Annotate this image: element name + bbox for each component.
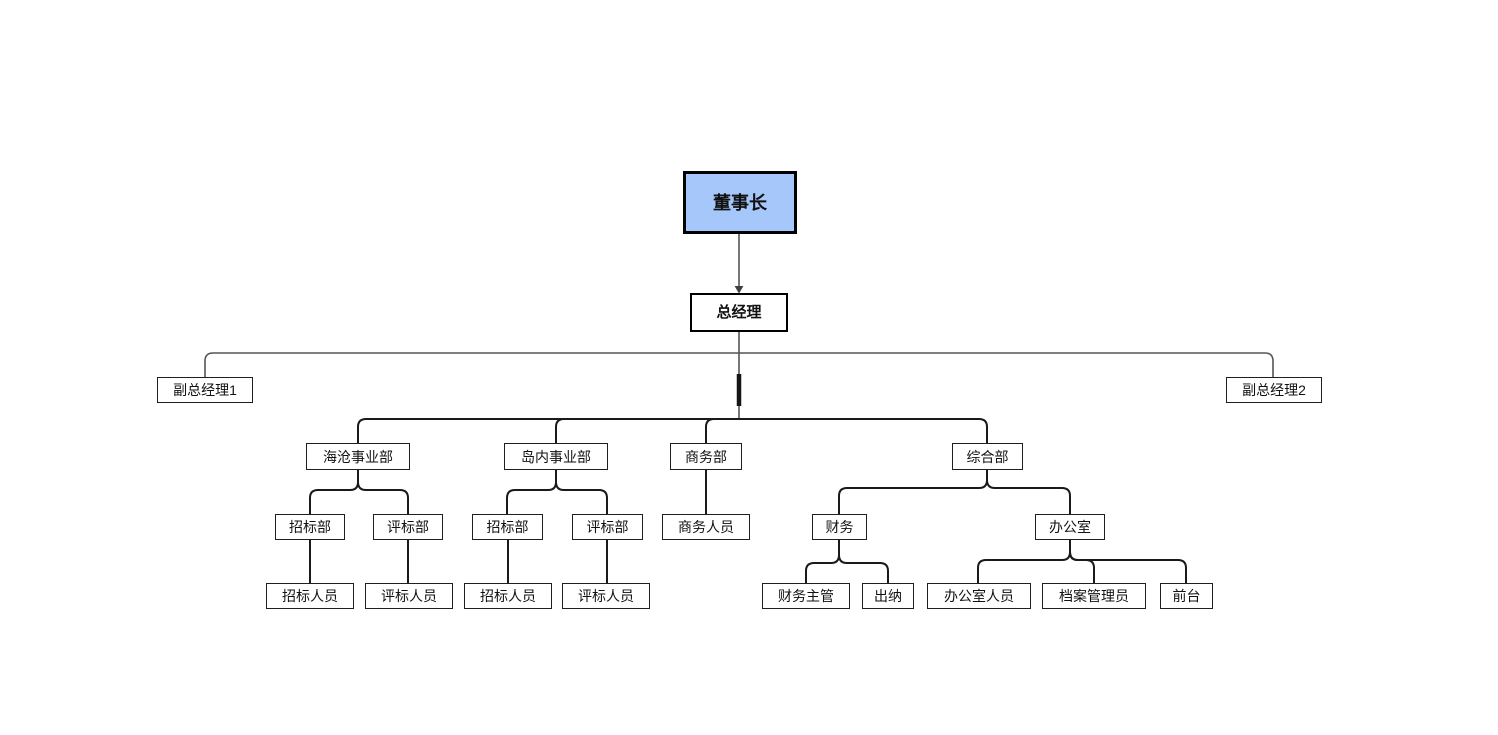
edge-office-front-desk (1069, 540, 1187, 583)
edge-daonei-bidding (506, 470, 557, 514)
edge-gm-daonei (555, 418, 739, 443)
edge-daonei-evaluation (555, 470, 608, 514)
node-dn-evaluation-dept[interactable]: 评标部 (572, 514, 643, 540)
node-business-staff[interactable]: 商务人员 (662, 514, 750, 540)
arrowhead-icon (734, 286, 744, 294)
node-hc-bidding-staff[interactable]: 招标人员 (266, 583, 354, 609)
edge-ga-finance (838, 470, 988, 514)
edge-gm-business (705, 418, 739, 443)
edge-deputy-gm-rail (204, 352, 1274, 377)
node-archive-manager[interactable]: 档案管理员 (1042, 583, 1146, 609)
edge-office-archive (1069, 540, 1095, 583)
node-office-staff[interactable]: 办公室人员 (927, 583, 1031, 609)
node-daonei-division[interactable]: 岛内事业部 (504, 443, 608, 470)
node-hc-evaluation-dept[interactable]: 评标部 (373, 514, 443, 540)
edge-haicang-evaluation (357, 470, 409, 514)
node-haicang-division[interactable]: 海沧事业部 (306, 443, 410, 470)
node-chairman[interactable]: 董事长 (683, 171, 797, 234)
node-hc-bidding-dept[interactable]: 招标部 (275, 514, 345, 540)
edge-haicang-bidding (309, 470, 359, 514)
edge-gm-general-affairs (739, 418, 988, 443)
edge-finance-supervisor (805, 540, 840, 583)
node-deputy-gm-1[interactable]: 副总经理1 (157, 377, 253, 403)
node-general-affairs[interactable]: 综合部 (952, 443, 1023, 470)
node-general-manager[interactable]: 总经理 (690, 293, 788, 332)
node-finance[interactable]: 财务 (812, 514, 867, 540)
node-business-dept[interactable]: 商务部 (670, 443, 742, 470)
node-hc-evaluation-staff[interactable]: 评标人员 (365, 583, 453, 609)
node-deputy-gm-2[interactable]: 副总经理2 (1226, 377, 1322, 403)
edge-ga-office (986, 470, 1071, 514)
node-office[interactable]: 办公室 (1035, 514, 1105, 540)
node-dn-bidding-staff[interactable]: 招标人员 (464, 583, 552, 609)
node-dn-evaluation-staff[interactable]: 评标人员 (562, 583, 650, 609)
edge-finance-cashier (838, 540, 889, 583)
node-finance-supervisor[interactable]: 财务主管 (762, 583, 850, 609)
node-dn-bidding-dept[interactable]: 招标部 (472, 514, 543, 540)
edge-gm-haicang (357, 418, 739, 443)
node-front-desk[interactable]: 前台 (1160, 583, 1213, 609)
node-cashier[interactable]: 出纳 (862, 583, 914, 609)
edge-office-staff (977, 540, 1071, 583)
